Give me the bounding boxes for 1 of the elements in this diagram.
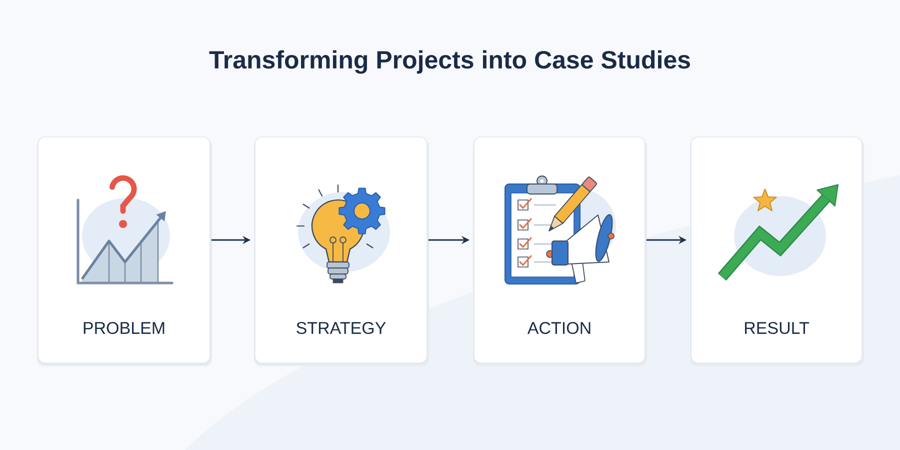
title: Transforming Projects into Case Studies — [209, 50, 690, 74]
